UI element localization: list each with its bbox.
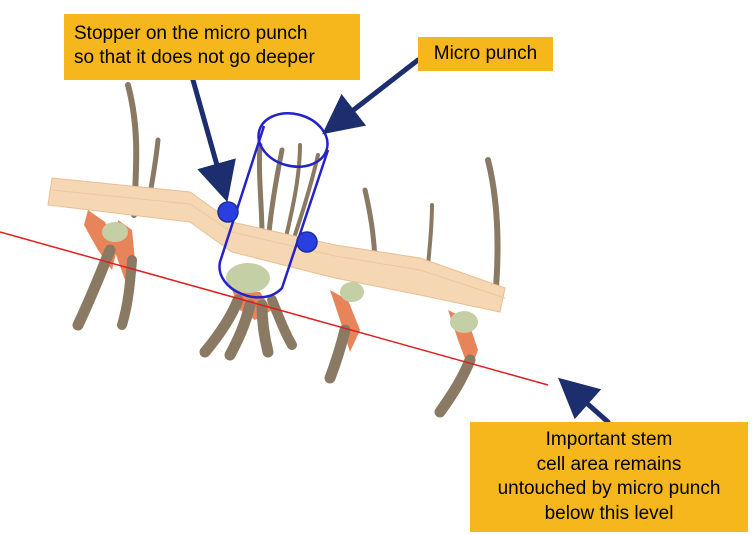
stem-cell-callout: Important stem cell area remains untouch… — [470, 422, 748, 532]
stem-callout-line-2: cell area remains — [536, 453, 682, 475]
hair-roots — [72, 244, 476, 418]
stopper-callout-line-2: so that it does not go deeper — [74, 47, 315, 68]
safe-level-line — [0, 231, 549, 386]
stem-callout-line-1: Important stem — [545, 429, 673, 450]
stem-callout-line-4: below this level — [544, 502, 674, 524]
stopper-dot-left — [217, 201, 239, 223]
callout-arrows — [190, 57, 611, 425]
stem-callout-line-3: untouched by micro punch — [497, 478, 721, 499]
stopper-dot-right — [296, 231, 318, 253]
micro-punch-label: Micro punch — [433, 43, 538, 64]
micro-punch-callout: Micro punch — [418, 37, 553, 71]
stopper-callout: Stopper on the micro punch so that it do… — [64, 14, 360, 80]
stem-cell-arrow — [558, 377, 611, 425]
stopper-arrow — [190, 77, 236, 203]
micro-punch-arrow — [322, 57, 421, 135]
stopper-callout-line-1: Stopper on the micro punch — [74, 23, 308, 44]
micro-punch-outline — [218, 112, 330, 299]
